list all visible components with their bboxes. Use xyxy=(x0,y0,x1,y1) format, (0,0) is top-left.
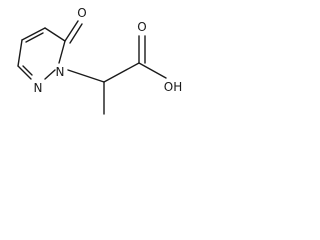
pyridazinone-ring xyxy=(17,27,66,80)
ring-carbonyl xyxy=(64,20,83,44)
acid-hydroxyl-label: OH xyxy=(164,80,182,94)
bond-acid-c-oh xyxy=(138,62,167,79)
bond-c3-n2-inner xyxy=(22,65,33,76)
bond-c6-o-b xyxy=(69,23,83,44)
bond-c6-o-a xyxy=(64,20,79,42)
propanoic-acid-chain xyxy=(67,35,167,115)
bond-ch-cooh xyxy=(103,62,140,83)
ring-nitrogen-substituted-label: N xyxy=(56,65,65,79)
bond-c3-n2 xyxy=(17,65,32,80)
bond-c4-c3 xyxy=(17,39,23,67)
bond-n2-n1 xyxy=(44,69,56,80)
bond-n1-ch xyxy=(67,69,105,83)
bond-c6-c5 xyxy=(44,27,66,42)
bond-n1-c6 xyxy=(58,40,66,64)
ring-carbonyl-oxygen-label: O xyxy=(77,6,86,20)
ring-nitrogen-adjacent-label: N xyxy=(34,81,43,95)
chemical-structure-diagram: O N N O OH xyxy=(17,6,182,115)
bond-c5-c4-inner xyxy=(25,32,44,43)
bond-c5-c4 xyxy=(21,27,46,41)
acid-carbonyl-oxygen-label: O xyxy=(137,20,146,34)
